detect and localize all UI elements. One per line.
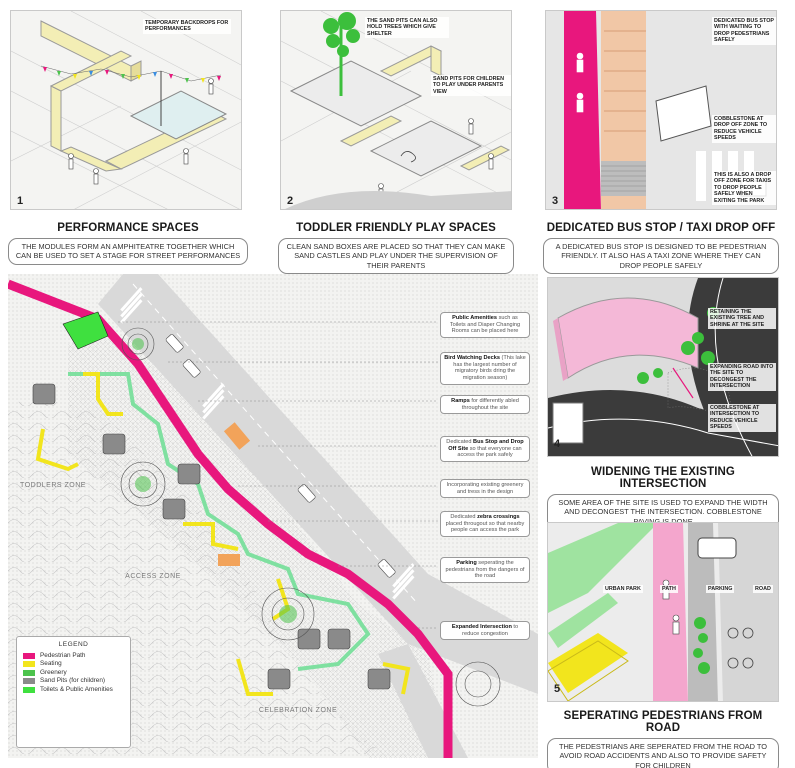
caption-separating-pedestrians: SEPERATING PEDESTRIANS FROM ROAD THE PED… bbox=[547, 710, 779, 768]
panel-title: SEPERATING PEDESTRIANS FROM ROAD bbox=[563, 710, 763, 734]
label-parking: PARKING bbox=[706, 585, 735, 594]
panel-number: 5 bbox=[554, 683, 561, 695]
callout-public-amenities: Public Amenities such as Toilets and Dia… bbox=[440, 312, 530, 339]
legend-item-sand-pits: Sand Pits (for children) bbox=[23, 677, 124, 685]
callout-parking: Parking seperating the pedestrians from … bbox=[440, 557, 530, 584]
callout-zebra-crossings: Dedicated zebra crossings placed througo… bbox=[440, 511, 530, 538]
note-cobblestone-intersection: COBBLESTONE AT INTERSECTION TO REDUCE VE… bbox=[708, 404, 776, 432]
note-sand-pits-trees: THE SAND PITS CAN ALSO HOLD TREES WHICH … bbox=[365, 17, 449, 39]
legend-item-pedestrian-path: Pedestrian Path bbox=[23, 652, 124, 659]
panel-separating-pedestrians: URBAN PARK PATH PARKING ROAD 5 bbox=[547, 522, 779, 702]
performance-illustration bbox=[11, 11, 241, 209]
zone-label-toddlers: TODDLERS ZONE bbox=[20, 482, 86, 489]
caption-performance-spaces: PERFORMANCE SPACES THE MODULES FORM AN A… bbox=[8, 222, 248, 265]
callout-bus-stop: Dedicated Bus Stop and Drop Off Site so … bbox=[440, 436, 530, 463]
panel-title: WIDENING THE EXISTING INTERSECTION bbox=[591, 466, 735, 490]
panel-bus-stop: DEDICATED BUS STOP WITH WAITING TO DROP … bbox=[545, 10, 777, 210]
caption-toddler-play: TODDLER FRIENDLY PLAY SPACES CLEAN SAND … bbox=[278, 222, 514, 275]
panel-widening-intersection: RETAINING THE EXISTING TREE AND SHRINE A… bbox=[547, 277, 779, 457]
legend-swatch bbox=[23, 653, 35, 659]
caption-widening-intersection: WIDENING THE EXISTING INTERSECTION SOME … bbox=[547, 466, 779, 531]
label-urban-park: URBAN PARK bbox=[603, 585, 643, 594]
panel-title: DEDICATED BUS STOP / TAXI DROP OFF bbox=[546, 222, 776, 234]
panel-description: THE MODULES FORM AN AMPHITEATRE TOGETHER… bbox=[8, 238, 248, 265]
legend-item-greenery: Greenery bbox=[23, 669, 124, 676]
legend-swatch bbox=[23, 669, 35, 676]
panel-number: 1 bbox=[17, 195, 24, 207]
callout-expanded-intersection: Expanded Intersection to reduce congesti… bbox=[440, 621, 530, 641]
label-road: ROAD bbox=[753, 585, 773, 594]
panel-title: TODDLER FRIENDLY PLAY SPACES bbox=[296, 222, 496, 234]
panel-description: A DEDICATED BUS STOP IS DESIGNED TO BE P… bbox=[543, 238, 779, 275]
panel-description: THE PEDESTRIANS ARE SEPERATED FROM THE R… bbox=[547, 738, 779, 768]
legend-swatch bbox=[23, 661, 35, 668]
legend: LEGEND Pedestrian Path Seating Greenery … bbox=[16, 636, 131, 748]
caption-bus-stop: DEDICATED BUS STOP / TAXI DROP OFF A DED… bbox=[543, 222, 779, 275]
callout-bird-watching: Bird Watching Decks (This lake has the l… bbox=[440, 352, 530, 385]
note-dedicated-bus-stop: DEDICATED BUS STOP WITH WAITING TO DROP … bbox=[712, 17, 776, 45]
toddler-illustration bbox=[281, 11, 511, 209]
legend-item-seating: Seating bbox=[23, 660, 124, 668]
note-temporary-backdrops: TEMPORARY BACKDROPS FOR PERFORMANCES bbox=[143, 19, 231, 34]
site-plan: TODDLERS ZONE ACCESS ZONE CELEBRATION ZO… bbox=[8, 274, 538, 758]
panel-title: PERFORMANCE SPACES bbox=[57, 222, 199, 234]
callout-existing-greenery: Incorporating existing greenery and tres… bbox=[440, 479, 530, 499]
note-retaining-tree: RETAINING THE EXISTING TREE AND SHRINE A… bbox=[708, 308, 776, 330]
legend-item-toilets: Toilets & Public Amenities bbox=[23, 686, 124, 693]
note-sand-pits-children: SAND PITS FOR CHILDREN TO PLAY UNDER PAR… bbox=[431, 75, 511, 97]
separation-illustration bbox=[548, 523, 778, 701]
legend-swatch bbox=[23, 686, 35, 693]
legend-swatch bbox=[23, 678, 35, 685]
panel-toddler-play: THE SAND PITS CAN ALSO HOLD TREES WHICH … bbox=[280, 10, 512, 210]
label-path: PATH bbox=[660, 585, 678, 594]
panel-description: CLEAN SAND BOXES ARE PLACED SO THAT THEY… bbox=[278, 238, 514, 275]
legend-title: LEGEND bbox=[58, 641, 89, 648]
panel-number: 3 bbox=[552, 195, 559, 207]
note-taxi-drop-off: THIS IS ALSO A DROP OFF ZONE FOR TAXIS T… bbox=[712, 171, 776, 206]
zone-label-celebration: CELEBRATION ZONE bbox=[258, 707, 338, 714]
panel-performance-spaces: TEMPORARY BACKDROPS FOR PERFORMANCES 1 bbox=[10, 10, 242, 210]
zone-label-access: ACCESS ZONE bbox=[125, 573, 181, 580]
note-expanding-road: EXPANDING ROAD INTO THE SITE TO DECONGES… bbox=[708, 363, 776, 391]
note-cobblestone-drop-off: COBBLESTONE AT DROP OFF ZONE TO REDUCE V… bbox=[712, 115, 776, 143]
panel-number: 2 bbox=[287, 195, 294, 207]
panel-number: 4 bbox=[554, 438, 561, 450]
callout-ramps: Ramps for differently abled throughout t… bbox=[440, 395, 530, 415]
